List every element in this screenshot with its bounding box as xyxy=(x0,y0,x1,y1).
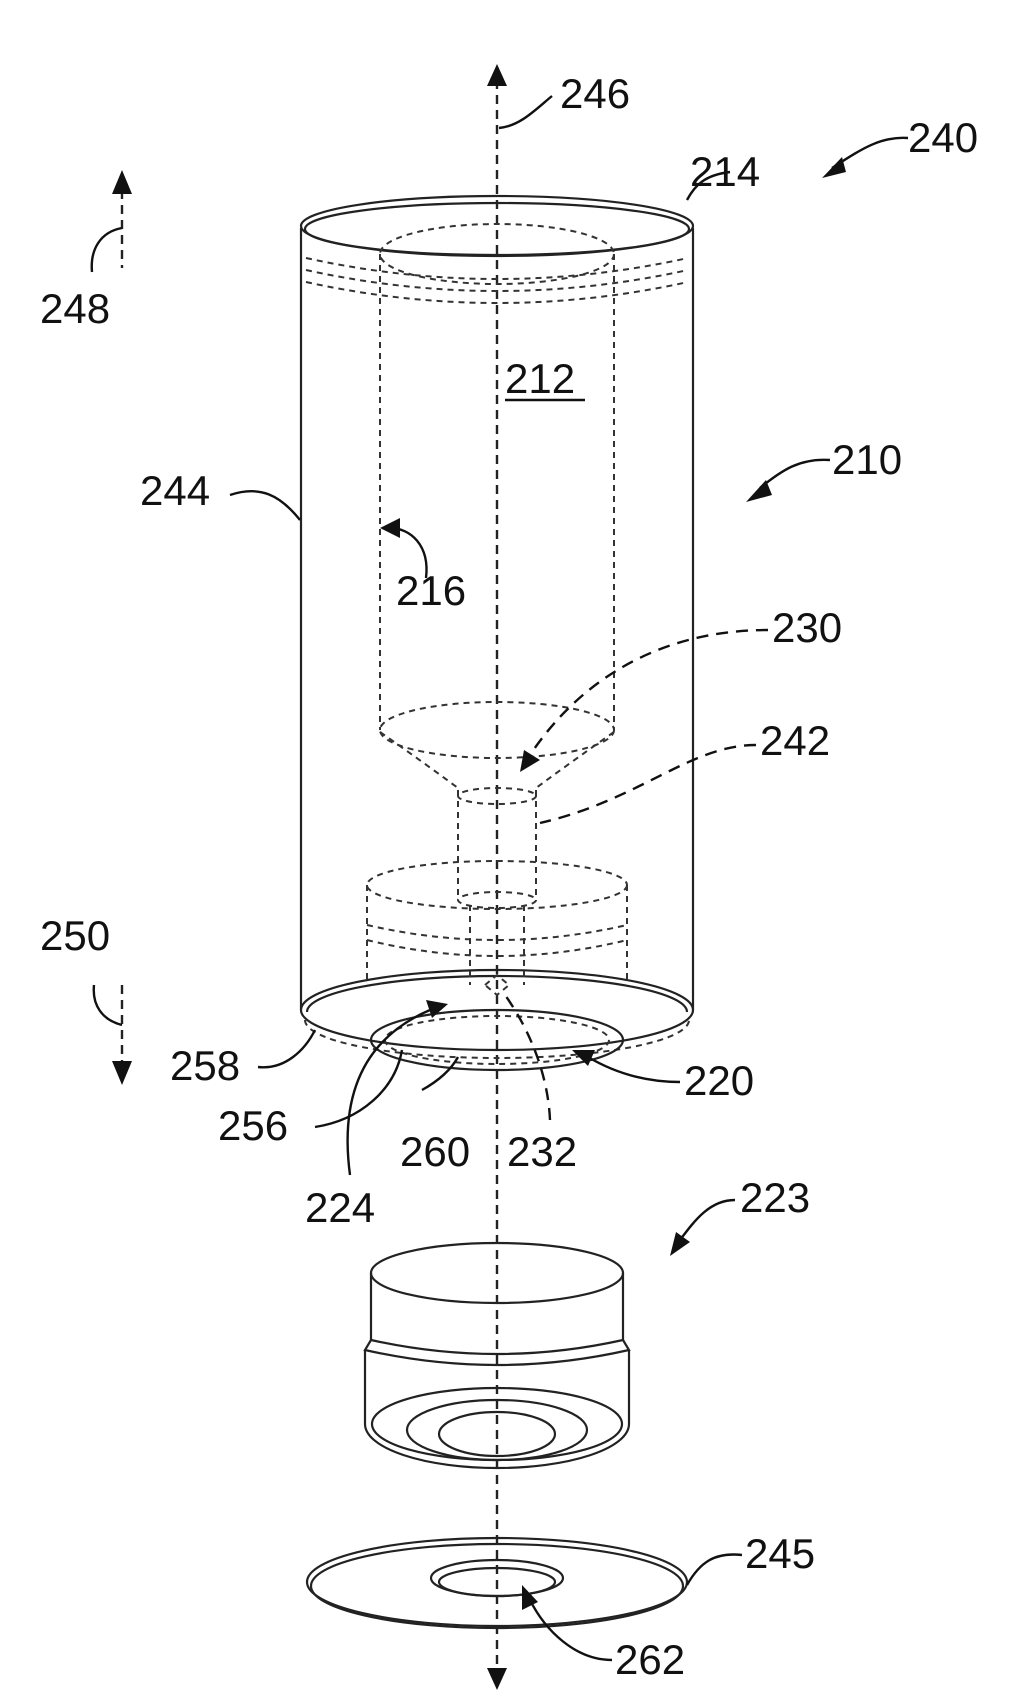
label-223: 223 xyxy=(740,1174,810,1221)
label-210: 210 xyxy=(832,436,902,483)
label-256: 256 xyxy=(218,1102,288,1149)
label-250: 250 xyxy=(40,912,110,959)
label-260: 260 xyxy=(400,1128,470,1175)
label-262: 262 xyxy=(615,1636,685,1683)
leader-lines xyxy=(230,96,908,1660)
label-246: 246 xyxy=(560,70,630,117)
label-230: 230 xyxy=(772,604,842,651)
label-245: 245 xyxy=(745,1530,815,1577)
label-258: 258 xyxy=(170,1042,240,1089)
central-axis xyxy=(487,64,507,1690)
label-212: 212 xyxy=(505,355,575,402)
label-242: 242 xyxy=(760,717,830,764)
label-224: 224 xyxy=(305,1184,375,1231)
label-248: 248 xyxy=(40,285,110,332)
direction-arrow-up xyxy=(92,170,132,272)
label-220: 220 xyxy=(684,1057,754,1104)
label-232: 232 xyxy=(507,1128,577,1175)
label-214: 214 xyxy=(690,148,760,195)
label-244: 244 xyxy=(140,467,210,514)
label-240: 240 xyxy=(908,114,978,161)
reference-numerals: 246 240 214 248 212 210 244 216 230 242 … xyxy=(40,70,978,1683)
direction-arrow-down xyxy=(94,985,132,1085)
label-216: 216 xyxy=(396,567,466,614)
